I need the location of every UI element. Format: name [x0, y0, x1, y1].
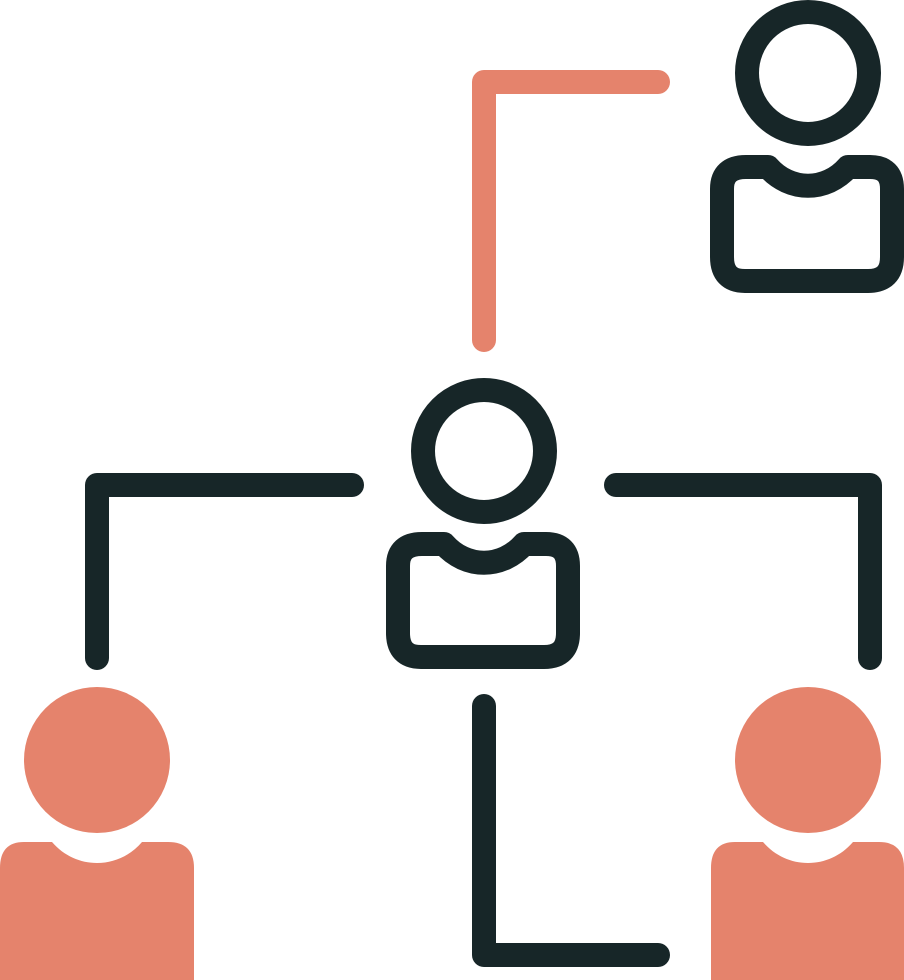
person-head: [735, 0, 881, 146]
person-top-right-icon: [710, 0, 904, 293]
person-center-icon: [386, 378, 580, 669]
person-bottom-right-icon: [711, 687, 904, 980]
connector-top: [472, 70, 670, 352]
connector-left: [85, 473, 364, 670]
person-body: [711, 842, 904, 980]
connector-right: [604, 473, 882, 670]
person-body: [710, 155, 904, 293]
person-body: [0, 842, 194, 980]
person-head: [24, 687, 170, 833]
person-head: [735, 687, 881, 833]
person-body: [386, 532, 580, 669]
connector-bottom: [472, 694, 670, 967]
person-bottom-left-icon: [0, 687, 194, 980]
person-head: [411, 378, 557, 524]
